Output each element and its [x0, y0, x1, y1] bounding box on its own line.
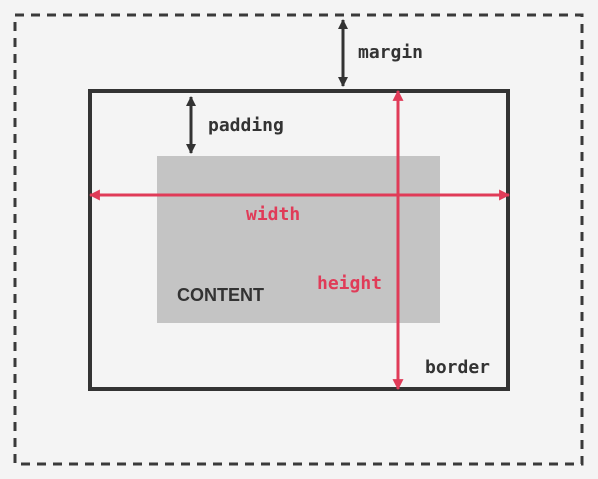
margin-label: margin: [358, 42, 423, 63]
margin-outline: [13, 13, 584, 466]
width-label: width: [246, 204, 300, 225]
border-box: [88, 89, 510, 391]
padding-label: padding: [208, 115, 284, 136]
border-label: border: [425, 357, 490, 378]
content-label: CONTENT: [177, 285, 264, 305]
height-label: height: [317, 273, 382, 294]
